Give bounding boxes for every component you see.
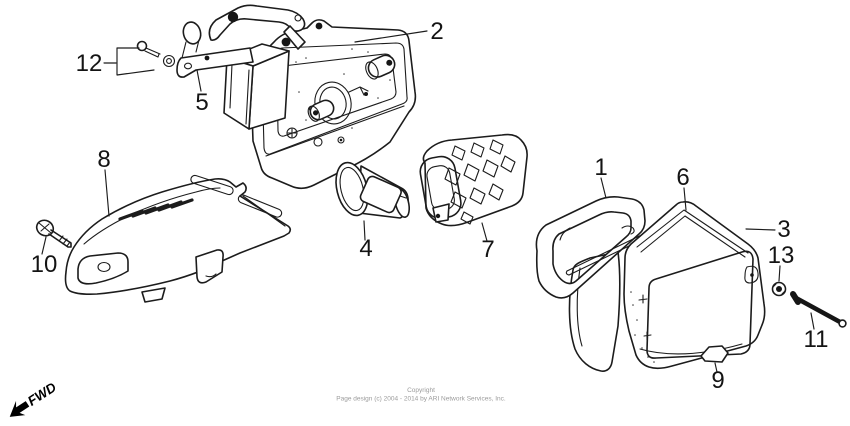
case-corner-bolt <box>281 37 291 47</box>
case-hole <box>313 137 323 147</box>
case-boss-upper <box>365 54 396 80</box>
part-5-bracket <box>176 21 254 78</box>
grid-lattice <box>444 139 516 225</box>
cover8-vent-slats <box>118 198 194 221</box>
strap-bolt <box>227 11 239 23</box>
footer: Copyright Page design (c) 2004 - 2014 by… <box>336 387 506 403</box>
part-2-air-cleaner-case <box>223 19 417 190</box>
strap-arm <box>283 25 306 50</box>
bracket-knob <box>181 21 202 59</box>
cover3-stipple <box>630 291 655 363</box>
strap-hole <box>294 14 302 22</box>
callout-1[interactable]: 1 <box>594 154 608 199</box>
case-rivet <box>337 136 345 144</box>
callout-1-label[interactable]: 1 <box>594 154 607 181</box>
case-front-rim-edge <box>265 105 405 157</box>
part-13-nut <box>771 281 787 297</box>
callout-9-label[interactable]: 9 <box>711 367 724 394</box>
stay-strap <box>208 4 306 50</box>
grid-foot <box>432 203 450 223</box>
case-wall-screw <box>286 127 298 139</box>
callout-13-label[interactable]: 13 <box>768 242 795 269</box>
cover8-slot-a <box>190 174 234 196</box>
part-10-bolt <box>35 219 72 248</box>
callout-13[interactable]: 13 <box>768 242 795 282</box>
bracket-plate <box>176 47 254 78</box>
part-9-clip <box>700 345 729 363</box>
callout-10-label[interactable]: 10 <box>31 251 58 278</box>
fwd-arrow-icon <box>9 400 30 417</box>
cover8-tab <box>195 249 224 284</box>
callout-8[interactable]: 8 <box>97 146 111 217</box>
part-1-element <box>535 196 646 299</box>
cover3-tab <box>744 265 759 284</box>
callout-4-label[interactable]: 4 <box>359 235 372 262</box>
callout-6-label[interactable]: 6 <box>676 164 689 191</box>
callout-11[interactable]: 11 <box>804 312 829 353</box>
cover8-slot-b <box>237 194 283 218</box>
callout-5[interactable]: 5 <box>195 69 209 116</box>
element-ring <box>535 196 646 299</box>
bolt-12-head <box>136 40 148 52</box>
part-11-bolt <box>790 291 847 328</box>
callout-12[interactable]: 12 <box>76 47 155 77</box>
case-snorkel-box <box>223 43 290 130</box>
callout-9[interactable]: 9 <box>711 362 725 394</box>
cover8-lip <box>141 287 166 303</box>
part-7-grid <box>419 133 528 227</box>
callout-6[interactable]: 6 <box>676 164 690 211</box>
callout-11-label[interactable]: 11 <box>804 326 829 353</box>
cover3-panel <box>646 250 754 359</box>
callout-8-label[interactable]: 8 <box>97 146 110 173</box>
part-3-cover <box>623 201 766 370</box>
tube-slot <box>359 175 402 214</box>
case-stipple <box>295 48 391 129</box>
bracket-hole <box>183 62 193 70</box>
part-12-bolt-washer <box>136 40 176 68</box>
part-8-cover <box>64 174 292 303</box>
callout-7[interactable]: 7 <box>481 222 495 263</box>
case-boss-lower <box>307 99 335 122</box>
fwd-marker: FWD <box>9 379 59 417</box>
copyright-line1: Copyright <box>407 387 435 394</box>
cover3-outline <box>623 201 766 370</box>
callout-2[interactable]: 2 <box>354 18 444 45</box>
cover8-foot <box>77 252 129 285</box>
callout-7-label[interactable]: 7 <box>481 236 494 263</box>
fwd-label: FWD <box>25 379 59 408</box>
callout-2-label[interactable]: 2 <box>430 18 443 45</box>
callouts: 1 2 3 4 5 6 7 8 <box>31 18 829 394</box>
callout-3-label[interactable]: 3 <box>777 216 790 243</box>
callout-12-label[interactable]: 12 <box>76 50 103 77</box>
copyright-line2: Page design (c) 2004 - 2014 by ARI Netwo… <box>336 396 506 403</box>
case-top-notch <box>315 22 323 30</box>
callout-5-label[interactable]: 5 <box>195 89 208 116</box>
washer-12 <box>162 54 176 68</box>
callout-4[interactable]: 4 <box>359 220 373 262</box>
callout-10[interactable]: 10 <box>31 236 58 278</box>
part-4-tube <box>335 161 411 219</box>
callout-3[interactable]: 3 <box>745 216 791 243</box>
